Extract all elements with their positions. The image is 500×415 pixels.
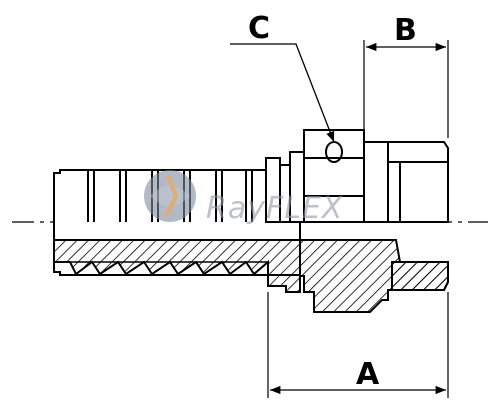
watermark-logo: RayFLEX <box>144 170 344 226</box>
extension-lines <box>267 40 449 398</box>
dimension-b: B <box>366 13 446 52</box>
section-lower <box>53 239 449 313</box>
dimension-a: A <box>270 357 446 395</box>
watermark-text: RayFLEX <box>206 191 344 226</box>
hex-nut <box>303 129 389 223</box>
dimension-b-label: B <box>394 13 417 48</box>
dimension-c-label: C <box>248 11 270 46</box>
dimension-a-label: A <box>356 357 380 392</box>
collar <box>265 151 305 223</box>
dimension-c: C <box>230 11 335 143</box>
swivel-end <box>387 141 449 223</box>
